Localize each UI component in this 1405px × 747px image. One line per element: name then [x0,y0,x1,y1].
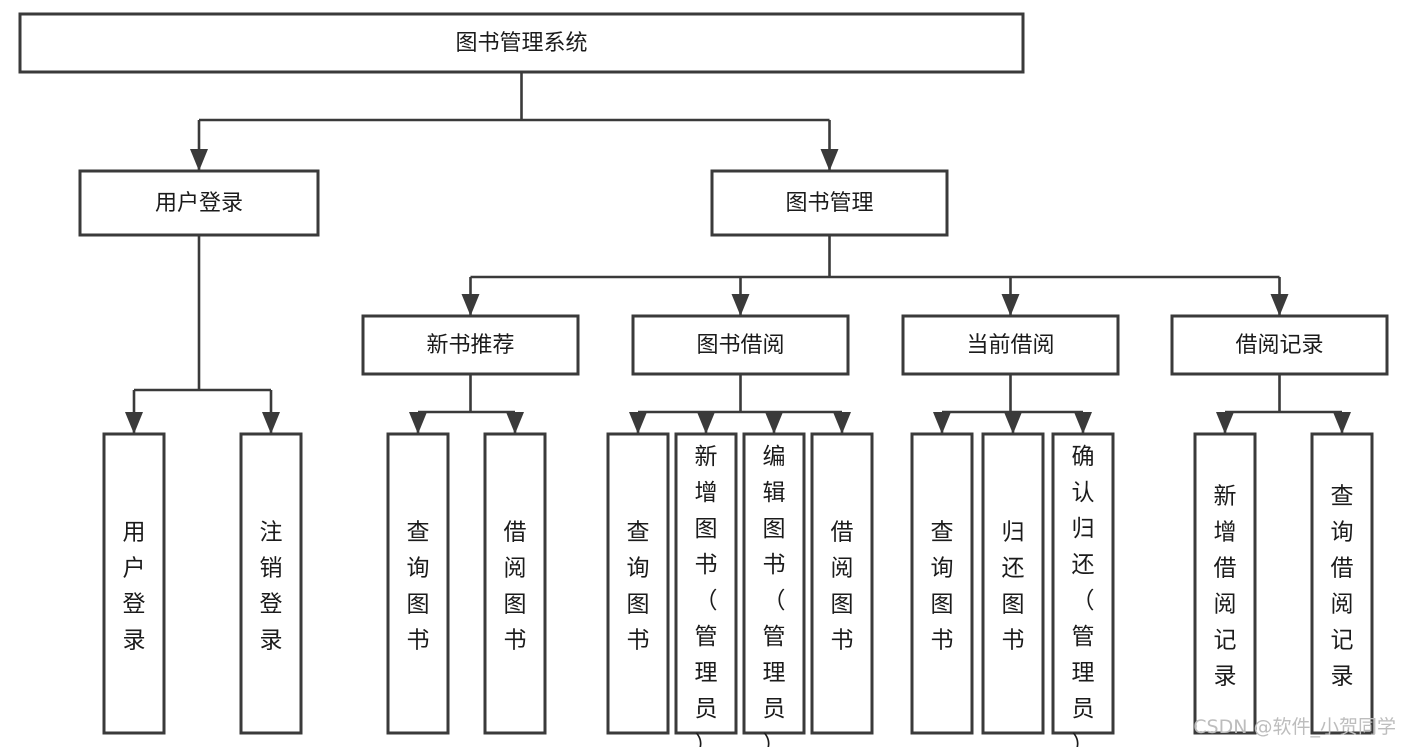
node-leaf-logout[interactable]: 注销登录 [239,432,303,735]
node-box-leaf-query-book-3[interactable] [910,432,974,735]
node-box-leaf-query-book-1[interactable] [386,432,450,735]
node-box-leaf-edit-book[interactable] [742,432,806,735]
node-leaf-return-book[interactable]: 归还图书 [981,432,1045,735]
mid1-arrow-2 [765,412,783,434]
bookmgmt-arrow-1 [731,294,750,316]
root-arrow-1 [820,149,839,171]
userlogin-arrow-1 [262,412,280,434]
mid2-arrow-1 [1004,412,1022,434]
mid3-arrow-1 [1333,412,1351,434]
mid2-arrow-0 [933,412,951,434]
node-label-book-management: 图书管理 [785,191,873,216]
node-box-leaf-query-record[interactable] [1310,432,1374,735]
node-label-leaf-query-record: 查询借阅记录 [1331,484,1354,690]
node-book-borrow[interactable]: 图书借阅 [631,314,850,376]
node-borrow-record[interactable]: 借阅记录 [1170,314,1389,376]
node-new-book-recommend[interactable]: 新书推荐 [361,314,580,376]
mid1-arrow-3 [833,412,851,434]
node-leaf-query-book-1[interactable]: 查询图书 [386,432,450,735]
node-leaf-query-record[interactable]: 查询借阅记录 [1310,432,1374,735]
node-current-borrow[interactable]: 当前借阅 [901,314,1120,376]
node-label-book-borrow: 图书借阅 [696,333,784,358]
mid2-arrow-2 [1074,412,1092,434]
node-label-leaf-return-book: 归还图书 [1002,520,1025,654]
mid1-arrow-0 [629,412,647,434]
node-label-leaf-borrow-book-1: 借阅图书 [504,520,527,654]
bookmgmt-arrow-3 [1270,294,1289,316]
node-box-book-management[interactable] [710,169,949,237]
node-label-user-login: 用户登录 [155,191,243,216]
node-box-leaf-return-book[interactable] [981,432,1045,735]
node-label-borrow-record: 借阅记录 [1235,333,1323,358]
userlogin-arrow-0 [125,412,143,434]
node-box-leaf-borrow-book-2[interactable] [810,432,874,735]
node-box-leaf-logout[interactable] [239,432,303,735]
node-book-management[interactable]: 图书管理 [710,169,949,237]
node-label-leaf-add-book: 新增图书（管理员） [695,444,718,747]
node-leaf-borrow-book-2[interactable]: 借阅图书 [810,432,874,735]
node-leaf-add-record[interactable]: 新增借阅记录 [1193,432,1257,735]
node-label-leaf-query-book-2: 查询图书 [627,520,650,654]
node-box-leaf-query-book-2[interactable] [606,432,670,735]
node-box-user-login[interactable] [78,169,320,237]
root-arrow-0 [190,149,208,171]
node-label-leaf-borrow-book-2: 借阅图书 [831,520,854,654]
mid0-arrow-0 [409,412,427,434]
mid0-arrow-1 [506,412,524,434]
node-box-borrow-record[interactable] [1170,314,1389,376]
node-leaf-confirm-return[interactable]: 确认归还（管理员） [1051,432,1115,747]
node-label-root: 图书管理系统 [455,31,587,56]
node-box-leaf-user-login[interactable] [102,432,166,735]
node-box-leaf-borrow-book-1[interactable] [483,432,547,735]
node-root[interactable]: 图书管理系统 [18,12,1025,74]
node-label-leaf-query-book-1: 查询图书 [407,520,430,654]
node-label-new-book-recommend: 新书推荐 [426,333,514,358]
watermark-label: CSDN @软件_小贺同学 [1193,716,1396,738]
node-label-leaf-query-book-3: 查询图书 [931,520,954,654]
node-leaf-edit-book[interactable]: 编辑图书（管理员） [742,432,806,747]
node-leaf-add-book[interactable]: 新增图书（管理员） [674,432,738,747]
mid1-arrow-1 [697,412,715,434]
node-label-leaf-logout: 注销登录 [260,520,283,654]
node-box-current-borrow[interactable] [901,314,1120,376]
node-label-leaf-add-record: 新增借阅记录 [1214,484,1237,690]
node-leaf-query-book-2[interactable]: 查询图书 [606,432,670,735]
node-layer: 图书管理系统用户登录用户登录注销登录图书管理新书推荐查询图书借阅图书图书借阅查询… [18,12,1389,747]
bookmgmt-arrow-0 [461,294,480,316]
node-box-book-borrow[interactable] [631,314,850,376]
node-label-leaf-user-login: 用户登录 [123,520,146,654]
node-leaf-borrow-book-1[interactable]: 借阅图书 [483,432,547,735]
node-label-leaf-confirm-return: 确认归还（管理员） [1072,444,1095,747]
node-box-leaf-add-record[interactable] [1193,432,1257,735]
node-box-leaf-add-book[interactable] [674,432,738,735]
bookmgmt-arrow-2 [1001,294,1020,316]
connector-layer [125,72,1351,434]
node-box-root[interactable] [18,12,1025,74]
node-box-new-book-recommend[interactable] [361,314,580,376]
node-user-login[interactable]: 用户登录 [78,169,320,237]
node-label-leaf-edit-book: 编辑图书（管理员） [763,444,786,747]
node-label-current-borrow: 当前借阅 [966,333,1054,358]
node-leaf-user-login[interactable]: 用户登录 [102,432,166,735]
node-box-leaf-confirm-return[interactable] [1051,432,1115,735]
mid3-arrow-0 [1216,412,1234,434]
node-leaf-query-book-3[interactable]: 查询图书 [910,432,974,735]
